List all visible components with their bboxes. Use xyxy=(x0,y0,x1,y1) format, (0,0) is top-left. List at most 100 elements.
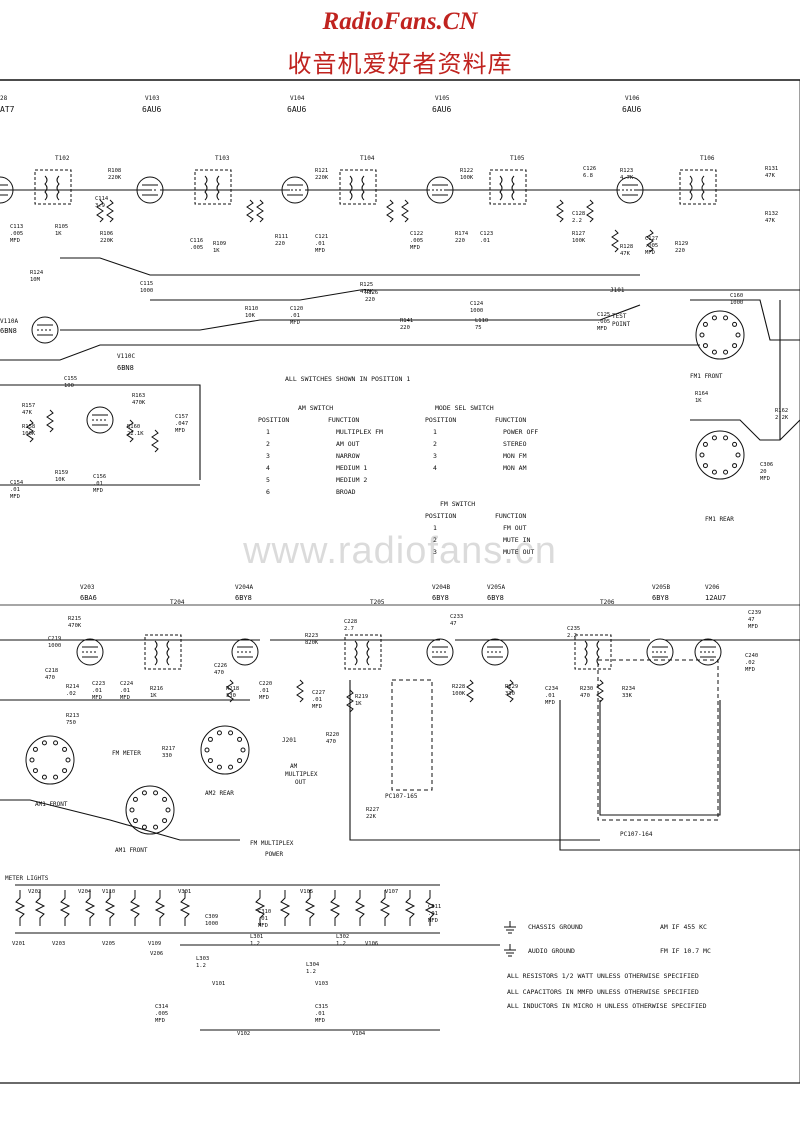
vacuum-tube-symbol xyxy=(31,316,59,344)
if-transformer-symbol xyxy=(339,169,377,205)
if-transformer-symbol-coils xyxy=(349,175,365,201)
component-label: 2.2 xyxy=(567,633,577,639)
am2-rear-switch-contact xyxy=(207,758,213,764)
heater-tube-label: V101 xyxy=(212,981,225,987)
component-label: R110 xyxy=(245,306,258,312)
component-label: 220 xyxy=(400,325,410,331)
fm_switch-position: 3 xyxy=(433,548,437,556)
component-label: 100K xyxy=(452,691,466,697)
component-label: R131 xyxy=(765,166,778,172)
component-label: C224 xyxy=(120,681,134,687)
mode-switch-title: MODE SEL SWITCH xyxy=(435,404,494,412)
if-transformer-symbol xyxy=(574,634,612,670)
fm1-rear-switch-contact xyxy=(699,452,705,458)
tube-ref-label: V103 xyxy=(145,95,160,102)
component-label: R106 xyxy=(100,231,113,237)
component-label: R105 xyxy=(55,224,68,230)
tube-type-label: AT7 xyxy=(0,105,15,114)
component-label: C218 xyxy=(45,668,58,674)
component-label: .01 xyxy=(93,481,103,487)
tube-type-label: 12AU7 xyxy=(705,594,726,602)
resistor-symbol xyxy=(226,679,234,703)
component-label: C314 xyxy=(155,1004,169,1010)
component-label: 330 xyxy=(162,753,172,759)
resistor-symbol xyxy=(106,199,114,223)
am1-front-switch-contact xyxy=(41,774,47,780)
component-label: 1.2 xyxy=(196,963,206,969)
switch-note: ALL SWITCHES SHOWN IN POSITION 1 xyxy=(285,375,411,383)
am1-front-switch-contact xyxy=(65,757,71,763)
component-label: R227 xyxy=(366,807,379,813)
am1-front-switch xyxy=(25,735,75,785)
if-transformer-symbol-coils xyxy=(154,640,170,666)
fm1-front-switch xyxy=(695,310,745,360)
tube-ref-label: V206 xyxy=(705,584,720,591)
legend-audio-ground: AUDIO GROUND xyxy=(528,947,575,955)
component-label: 100K xyxy=(572,238,586,244)
vacuum-tube-symbol xyxy=(426,638,454,666)
if-transformer-symbol xyxy=(194,169,232,205)
if-transformer-symbol xyxy=(489,169,527,205)
fm1-front-switch-contact xyxy=(732,343,738,349)
vacuum-tube-symbol xyxy=(426,176,454,204)
component-label: 2.7 xyxy=(344,626,354,632)
heater-tube-label: V301 xyxy=(178,889,191,895)
component-label: .02 xyxy=(745,660,755,666)
mode_switch-position: 3 xyxy=(433,452,437,460)
component-label: 1.2 xyxy=(336,941,346,947)
tube-type-label: 6BY8 xyxy=(235,594,252,602)
component-label: R214 xyxy=(66,684,80,690)
transformer-label: T206 xyxy=(600,599,615,606)
legend-chassis-ground: CHASSIS GROUND xyxy=(528,923,583,931)
component-label: C123 xyxy=(480,231,493,237)
audio-ground-icon xyxy=(504,944,516,957)
component-label: R121 xyxy=(315,168,328,174)
transformer-label: T104 xyxy=(360,155,375,162)
component-label: R218 xyxy=(226,686,239,692)
tube-ref-label: V205B xyxy=(652,584,670,591)
am_switch-position: 3 xyxy=(266,452,270,460)
component-label: 470 xyxy=(45,675,55,681)
component-label: 470 xyxy=(214,670,224,676)
component-label: 220 xyxy=(275,241,285,247)
am_switch-header-position: POSITION xyxy=(258,416,290,424)
component-label: R213 xyxy=(66,713,79,719)
am_switch-function: MEDIUM 1 xyxy=(336,464,368,472)
tube-ref-label: V110C xyxy=(117,353,135,360)
resistor-symbol xyxy=(151,429,159,453)
resistor-symbol xyxy=(611,229,619,253)
component-label: .01 xyxy=(315,1011,325,1017)
component-label: .01 xyxy=(120,688,130,694)
component-label: 4.7K xyxy=(620,175,634,181)
component-label: 1000 xyxy=(470,308,483,314)
component-label: .01 xyxy=(92,688,102,694)
if-transformer-symbol-coils xyxy=(689,175,705,201)
component-label: MFD xyxy=(120,695,130,701)
switch-section-label: AM1 FRONT xyxy=(35,801,68,808)
component-label: 220K xyxy=(100,238,114,244)
transformer-label: T105 xyxy=(510,155,525,162)
pc-module-label: PC107-164 xyxy=(620,831,653,838)
am_switch-function: MEDIUM 2 xyxy=(336,476,368,484)
mode_switch-function: MON FM xyxy=(503,452,527,460)
transformer-label: T205 xyxy=(370,599,385,606)
mode_switch-function: STEREO xyxy=(503,440,527,448)
component-label: C233 xyxy=(450,614,463,620)
fm1-rear-switch-contact xyxy=(732,463,738,469)
component-label: C223 xyxy=(92,681,105,687)
component-label: R174 xyxy=(455,231,469,237)
component-label: C227 xyxy=(312,690,325,696)
component-label: C311 xyxy=(428,904,441,910)
component-label: R123 xyxy=(620,168,633,174)
mode_switch-header-position: POSITION xyxy=(425,416,457,424)
tube-ref-label: V104 xyxy=(290,95,305,102)
heater-filament-symbol xyxy=(104,890,116,926)
component-label: R230 xyxy=(580,686,593,692)
component-label: 470 xyxy=(580,693,590,699)
